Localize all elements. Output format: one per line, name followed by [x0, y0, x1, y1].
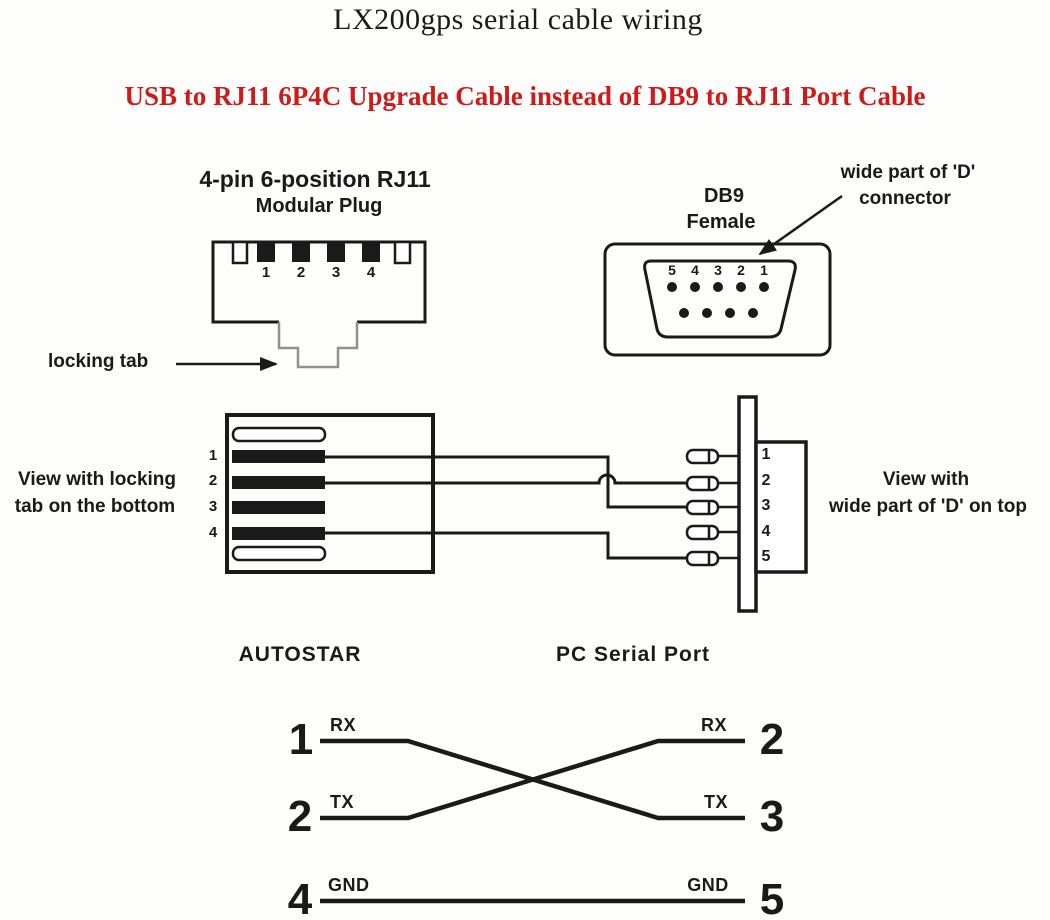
right-view-caption-line1: View with [882, 469, 970, 490]
rj11-side-view [225, 413, 435, 574]
db9-pin-holes [667, 282, 769, 318]
db9-front [603, 242, 832, 357]
autostar-label: AUTOSTAR [238, 643, 362, 666]
diagram-title: LX200gps serial cable wiring [333, 3, 703, 36]
schematic-left-pin-4: 4 [287, 875, 313, 920]
schematic-left-tx-label: TX [330, 792, 355, 812]
db9-shell-outline [603, 242, 832, 357]
diagram-subtitle: USB to RJ11 6P4C Upgrade Cable instead o… [124, 81, 926, 111]
cable-wires [325, 455, 690, 560]
rj11-plug-outline [211, 240, 427, 324]
db9-side-body [754, 440, 808, 574]
rj11-side-pins [232, 450, 325, 540]
db9-side-contacts [685, 448, 740, 567]
schematic-right-rx-label: RX [700, 715, 728, 735]
rj11-front-pin-3-label: 3 [331, 264, 341, 281]
schematic-right-pin-3: 3 [759, 792, 785, 841]
db9-front-pin-5-label: 5 [668, 262, 676, 278]
db9-title-line1: DB9 [703, 185, 745, 207]
db9-side-pin-4-label: 4 [761, 523, 771, 540]
db9-front-pin-2-label: 2 [737, 262, 745, 278]
schematic-left-rx-label: RX [330, 715, 357, 735]
schematic-right-tx-label: TX [703, 792, 729, 812]
right-view-caption-line2: wide part of 'D' on top [829, 496, 1027, 517]
db9-side-pin-2-label: 2 [761, 472, 771, 489]
schematic-left-gnd-label: GND [328, 875, 370, 895]
pc-serial-port-label: PC Serial Port [555, 643, 711, 666]
db9-d-shape [643, 259, 797, 339]
wide-part-annotation-line1: wide part of 'D' [840, 162, 976, 183]
db9-front-pin-4-label: 4 [691, 262, 699, 278]
db9-front-pin-3-label: 3 [714, 262, 722, 278]
left-view-caption-line2: tab on the bottom [14, 496, 176, 517]
rj11-corner-slot-left [231, 240, 249, 265]
db9-side-pin-3-label: 3 [761, 497, 771, 514]
locking-tab-shape [277, 322, 359, 369]
schematic-right-pin-2: 2 [759, 715, 785, 764]
rj11-front-pin-1-label: 1 [261, 264, 271, 281]
wide-part-annotation-line2: connector [859, 188, 951, 209]
locking-tab-label: locking tab [48, 351, 149, 372]
rj11-side-blank-top [231, 426, 327, 443]
schematic-tx-crossover [320, 738, 745, 821]
rj11-side-pin-3-label: 3 [208, 498, 218, 515]
wire-pin1-to-pin3 [325, 455, 690, 509]
wide-part-arrow [758, 194, 843, 256]
db9-title-line2: Female [686, 211, 756, 233]
schematic-right-pin-5: 5 [759, 875, 785, 920]
rj11-corner-slot-right [393, 240, 412, 265]
db9-side-pin-5-label: 5 [761, 548, 771, 565]
rj11-plug-title-line1: 4-pin 6-position RJ11 [199, 166, 431, 192]
left-view-caption-line1: View with locking [17, 469, 177, 490]
rj11-side-body [225, 413, 435, 574]
rj11-side-blank-bottom [231, 545, 327, 562]
wire-pin4-to-pin5 [325, 531, 690, 560]
rj11-front-pin-4-label: 4 [366, 264, 376, 281]
rj11-plug-front [211, 240, 427, 369]
db9-side-view [685, 395, 808, 613]
rj11-side-pin-1-label: 1 [208, 447, 218, 464]
schematic-left-pin-2: 2 [287, 792, 313, 841]
rj11-pin-contacts [257, 242, 380, 262]
db9-side-flange [737, 395, 758, 613]
schematic-left-pin-1: 1 [288, 715, 314, 764]
wire-pin2-to-pin2 [325, 473, 690, 485]
db9-side-pin-1-label: 1 [761, 446, 771, 463]
rj11-side-pin-4-label: 4 [208, 524, 218, 541]
rj11-plug-title-line2: Modular Plug [255, 195, 383, 217]
schematic-right-gnd-label: GND [687, 875, 729, 895]
db9-front-pin-1-label: 1 [760, 262, 768, 278]
pinout-schematic-lines [320, 738, 745, 904]
rj11-front-pin-2-label: 2 [296, 264, 306, 281]
rj11-side-pin-2-label: 2 [208, 472, 218, 489]
